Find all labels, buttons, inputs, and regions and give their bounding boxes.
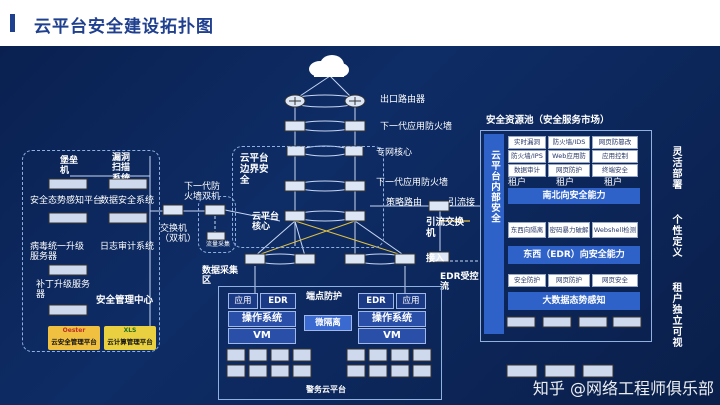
left-edr: EDR [260,293,296,309]
label-data-sec: 数据安全系统 [100,196,155,206]
watermark: 知乎 @网络工程师俱乐部 [532,379,714,398]
ew-capability: 东西（EDR）向安全能力 [508,246,640,264]
badge-cloud-compute-platform: XLS 云计算管理平台 [104,326,156,350]
pool-cell: 防火墙/IDS [548,136,590,149]
label-private-core: 专网核心 [376,148,413,158]
pool-cell: 网页防篡改 [592,136,638,149]
label-cloud-border: 云平台 边界安 全 [240,153,269,186]
page-title: 云平台安全建设拓扑图 [34,17,214,37]
label-exit-router: 出口路由器 [380,95,426,105]
label-patch: 补丁升级服务 器 [36,280,91,301]
label-cloud-core: 云平台 核心 [252,212,280,233]
label-bastion: 堡垒 机 [60,156,79,177]
label-data-collect: 数据采集 区 [202,266,239,287]
label-diversion-link: 引流接 [448,198,476,208]
label-police-cloud: 警务云平台 [306,385,346,394]
pool-cell: 网页防护 [548,164,590,177]
label-diversion-switch: 引流交换 机 [426,217,465,239]
label-ngfw-mid: 下一代应用防火墙 [376,178,449,188]
label-tenant: 租户 [508,178,527,188]
security-management-center [22,150,160,352]
label-pool-side: 云平台内部安全 [489,150,500,224]
label-log-audit: 日志审计系统 [100,242,155,252]
security-resource-pool [480,130,652,342]
left-vm: VM [228,328,296,344]
workload-region [218,286,442,400]
badge-cloud-security-top: Oester [62,327,86,334]
label-switch-dual: 交换机 （双机） [160,224,197,245]
badge-cloud-security-bottom: 云安全管理平台 [51,338,97,346]
pool-cell: Web应用防火 [548,150,590,171]
label-tenant: 租户 [556,178,575,188]
label-edr-control: EDR受控 流 [440,272,479,293]
badge-cloud-security-platform: Oester 云安全管理平台 [48,326,100,350]
pool-cell: 密码暴力破解 [548,222,590,238]
label-pool-title: 安全资源池（安全服务市场） [486,115,610,126]
label-tenant-visible: 租户独立可视 [670,282,681,348]
label-situation: 安全态势感知平台 [30,196,103,206]
cloud-border-region [232,146,384,248]
bigdata-situation: 大数据态势感知 [508,292,640,310]
pool-cell: 实时漏洞 [508,136,546,149]
label-antivirus: 病毒统一升级 服务器 [30,242,85,263]
ns-capability: 南北向安全能力 [508,188,640,204]
title-accent-bar [10,14,15,32]
label-endpoint-protection: 端点防护 [306,292,343,302]
right-edr: EDR [358,293,394,309]
label-flexible-deploy: 灵活部署 [670,146,681,190]
pool-cell: 应用控制 [592,150,638,163]
label-custom-define: 个性定义 [670,214,681,258]
diagram-canvas: 出口路由器 下一代应用防火墙 专网核心 下一代应用防火墙 策略路由 引流接 引流… [0,46,720,405]
label-data-collect-device: 流量采集 [206,241,231,248]
pool-cell: Webshell检测 [592,222,638,238]
label-access: 接入 [426,254,445,264]
pool-cell: 网页安全 [592,274,638,287]
pool-cell: 东西向隔离 [508,222,546,238]
pool-side-bar [484,134,504,334]
left-os: 操作系统 [228,311,296,327]
label-tenant: 租户 [604,178,623,188]
pool-cell: 防火墙/IPS [508,150,546,163]
cloud-icon [306,54,350,78]
data-collect-region [198,196,236,253]
pool-cell: 数据审计 [508,164,546,177]
left-app: 应用 [228,293,258,309]
right-app: 应用 [396,293,426,309]
label-policy-router: 策略路由 [386,198,423,208]
badge-cloud-compute-top: XLS [123,327,137,334]
pool-cell: 终端安全 [592,164,638,177]
pool-cell: 网页防护 [548,274,590,287]
badge-cloud-compute-bottom: 云计算管理平台 [107,338,153,346]
right-vm: VM [358,328,426,344]
label-mgmt-center: 安全管理中心 [96,295,154,306]
pool-cell: 安全防护 [508,274,546,287]
micro-isolation: 微隔离 [304,315,352,331]
label-ngfw-top: 下一代应用防火墙 [380,122,453,132]
header: 云平台安全建设拓扑图 [0,0,720,46]
connection-lines [70,75,480,326]
right-os: 操作系统 [358,311,426,327]
